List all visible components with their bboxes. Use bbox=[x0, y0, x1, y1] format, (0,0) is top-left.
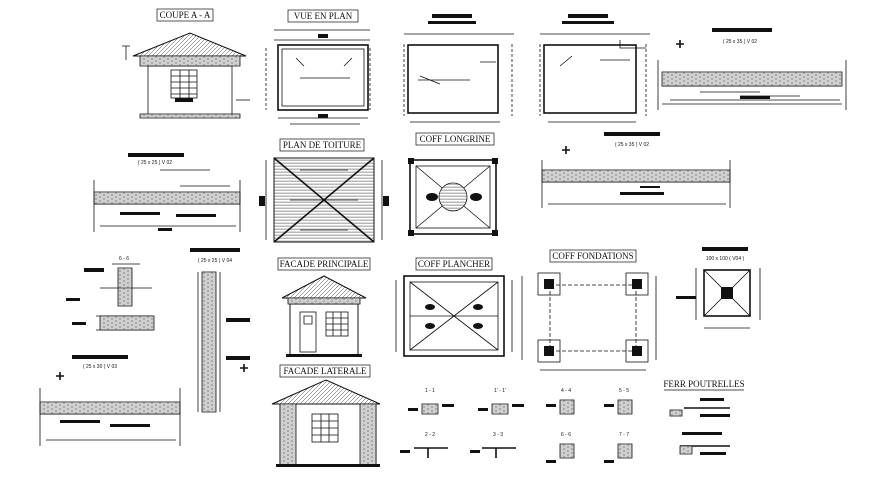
column-section-66: 6 - 6 bbox=[66, 256, 155, 331]
sec-2-2: 2 - 2 bbox=[425, 432, 435, 438]
poteau-detail: ( 25 x 25 ) V 04 bbox=[190, 248, 250, 413]
facade-principale-title: FACADE PRINCIPALE bbox=[280, 259, 369, 269]
longrine-title: COFF LONGRINE bbox=[420, 134, 491, 144]
dim-25x35-b: ( 25 x 35 ) V 02 bbox=[615, 142, 649, 148]
semelle-detail: 100 x 100 ( V04 ) bbox=[676, 247, 761, 329]
coupe-title-box bbox=[156, 8, 214, 22]
coupe-aa-drawing: COUPE A - A bbox=[122, 8, 250, 119]
facade-laterale-drawing: FACADE LATERALE bbox=[271, 364, 381, 467]
vue-plan-walls bbox=[277, 44, 369, 111]
beam-detail-left: ( 25 x 25 ) V 02 bbox=[93, 153, 241, 232]
toiture-title: PLAN DE TOITURE bbox=[283, 140, 362, 150]
facade-principale-drawing: FACADE PRINCIPALE bbox=[277, 257, 371, 357]
plan-toiture-drawing: PLAN DE TOITURE bbox=[259, 138, 389, 243]
section-6-6-label: 6 - 6 bbox=[119, 256, 129, 262]
dim-25x25: ( 25 x 25 ) V 02 bbox=[138, 160, 172, 166]
plancher-title: COFF PLANCHER bbox=[418, 259, 490, 269]
dim-poteau: ( 25 x 25 ) V 04 bbox=[198, 258, 232, 264]
coupe-beam bbox=[139, 55, 241, 67]
sec-1p-1p: 1' - 1' bbox=[494, 388, 506, 394]
sec-3-3: 3 - 3 bbox=[493, 432, 503, 438]
poutrelles-title: FERR POUTRELLES bbox=[663, 379, 744, 389]
dim-25x35-a: ( 25 x 35 ) V 02 bbox=[723, 39, 757, 45]
sec-4-4: 4 - 4 bbox=[561, 388, 571, 394]
sec-5-5: 5 - 5 bbox=[619, 388, 629, 394]
coupe-roof bbox=[132, 32, 247, 57]
fondations-title: COFF FONDATIONS bbox=[552, 251, 633, 261]
vue-plan-title: VUE EN PLAN bbox=[294, 11, 353, 21]
sec-1-1: 1 - 1 bbox=[425, 388, 435, 394]
sec-6-6b: 6 - 6 bbox=[561, 432, 571, 438]
dim-25x30: ( 25 x 30 ) V 03 bbox=[83, 364, 117, 370]
coff-fondations-drawing: COFF FONDATIONS bbox=[521, 249, 657, 371]
dim-semelle: 100 x 100 ( V04 ) bbox=[706, 256, 745, 262]
coff-plancher-drawing: COFF PLANCHER bbox=[395, 257, 513, 357]
plan-variant-1 bbox=[403, 14, 514, 123]
beam-detail-top-right: ( 25 x 35 ) V 02 bbox=[657, 28, 847, 110]
small-sections: 1 - 1 1' - 1' 4 - 4 5 - 5 2 - 2 3 - 3 6 … bbox=[400, 388, 633, 463]
facade-laterale-title: FACADE LATERALE bbox=[283, 366, 367, 376]
coupe-title: COUPE A - A bbox=[160, 10, 211, 20]
ferr-poutrelles-drawing: FERR POUTRELLES bbox=[663, 379, 745, 455]
coff-longrine-drawing: COFF LONGRINE bbox=[408, 132, 498, 236]
beam-detail-right: ( 25 x 35 ) V 02 bbox=[541, 132, 731, 208]
vue-en-plan-drawing: VUE EN PLAN bbox=[265, 9, 371, 125]
plan-variant-2 bbox=[539, 14, 650, 123]
beam-detail-bottom-left: ( 25 x 30 ) V 03 bbox=[39, 355, 181, 446]
sec-7-7: 7 - 7 bbox=[619, 432, 629, 438]
